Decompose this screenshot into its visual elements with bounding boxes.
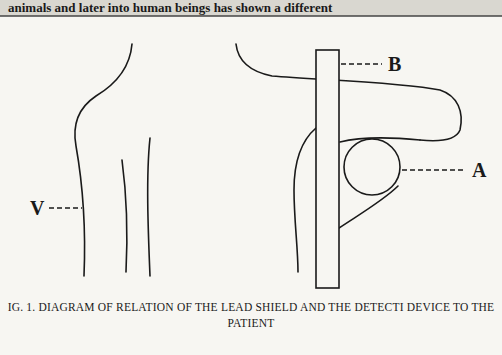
page-strip: [0, 0, 502, 16]
right-torso-line: [294, 128, 316, 272]
right-shoulder-outline: [236, 44, 461, 141]
detector-circle: [344, 139, 400, 195]
left-arm-inner: [122, 160, 127, 272]
figure-caption: IG. 1. DIAGRAM OF RELATION OF THE LEAD S…: [6, 300, 496, 331]
leader-line-v: [49, 207, 82, 208]
page-text: animals and later into human beings has …: [8, 1, 332, 14]
callout-letter: A: [472, 160, 486, 180]
left-torso-line: [148, 138, 150, 276]
leader-line-a: [402, 169, 466, 170]
leader-line-b: [341, 63, 382, 64]
page-edge: [0, 15, 502, 17]
lead-shield: [316, 50, 339, 288]
callout-letter: V: [30, 198, 44, 218]
callout-letter: B: [388, 54, 401, 74]
left-arm-outline: [75, 44, 132, 276]
